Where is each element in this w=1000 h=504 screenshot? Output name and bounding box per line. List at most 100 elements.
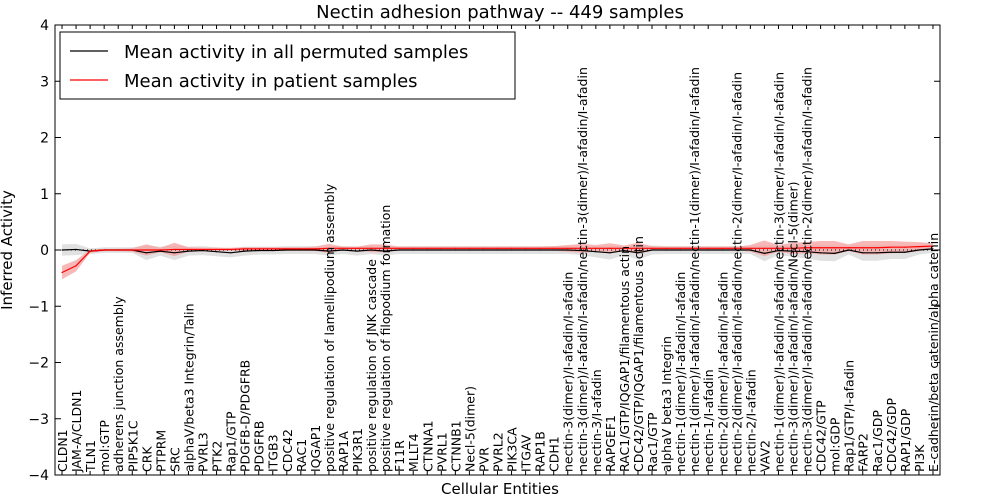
data-point	[440, 247, 442, 249]
data-point	[258, 249, 260, 252]
x-tick-label: Rac1/GTP	[645, 412, 660, 472]
data-point	[749, 247, 751, 249]
data-point	[159, 249, 161, 251]
data-point	[173, 248, 176, 251]
x-tick-label: Rap1/GTP	[224, 411, 239, 472]
x-tick-label: nectin-1(dimer)/I-afadin/I-afadin/nectin…	[771, 72, 786, 472]
data-point	[539, 247, 541, 249]
data-point	[848, 249, 850, 251]
x-tick-label: nectin-1/I-afadin	[701, 369, 716, 472]
data-point	[581, 249, 583, 252]
legend: Mean activity in all permuted samples Me…	[59, 31, 516, 100]
x-tick-label: SRC	[167, 447, 182, 472]
x-tick-label: nectin-3(dimer)/I-afadin/I-afadin/nectin…	[800, 67, 815, 472]
data-point	[370, 247, 372, 249]
data-point	[201, 249, 204, 252]
data-point	[426, 247, 428, 249]
data-point	[510, 247, 513, 249]
data-point	[834, 252, 836, 254]
x-tick-label: PVRL1	[434, 432, 449, 472]
x-tick-label: CDC42	[280, 429, 295, 472]
chart-title: Nectin adhesion pathway -- 449 samples	[316, 2, 684, 23]
data-point	[342, 247, 344, 249]
y-tick-label: 4	[40, 18, 49, 34]
x-tick-label: RAP1A	[336, 431, 351, 472]
data-point	[777, 247, 780, 249]
data-point	[595, 251, 597, 253]
data-point	[721, 247, 723, 249]
y-axis-label: Inferred Activity	[0, 190, 16, 310]
data-point	[651, 249, 653, 251]
data-point	[496, 249, 499, 251]
data-point	[173, 252, 176, 254]
data-point	[693, 247, 695, 249]
data-point	[876, 247, 878, 249]
data-point	[61, 271, 63, 274]
data-point	[805, 247, 808, 249]
data-point	[300, 248, 302, 250]
data-point	[496, 247, 499, 249]
data-point	[201, 248, 204, 251]
x-tick-label: CDC42/GTP	[814, 400, 829, 472]
data-point	[75, 265, 77, 267]
data-point	[454, 247, 456, 249]
data-point	[159, 250, 161, 252]
x-tick-label: nectin-1(dimer)/I-afadin/I-afadin	[673, 272, 688, 472]
data-point	[623, 247, 625, 249]
x-tick-label: ITGAV	[519, 434, 534, 472]
data-point	[398, 249, 400, 251]
x-tick-label: PTPRM	[153, 430, 168, 472]
x-tick-label: JAM-A/CLDN1	[69, 390, 84, 473]
x-tick-label: CRK	[139, 446, 154, 472]
data-point	[468, 249, 471, 251]
x-tick-label: ITGB3	[266, 434, 281, 472]
legend-box	[59, 31, 516, 100]
data-point	[440, 249, 442, 251]
x-tick-label: PIK3R1	[350, 428, 365, 472]
data-point	[215, 248, 218, 251]
data-point	[918, 249, 920, 251]
data-point	[567, 247, 569, 249]
data-point	[721, 249, 723, 251]
data-point	[454, 249, 456, 251]
data-point	[384, 247, 386, 249]
x-tick-label: nectin-2(dimer)/I-afadin/I-afadin/nectin…	[729, 72, 744, 472]
data-point	[848, 247, 850, 249]
data-point	[482, 249, 485, 251]
x-tick-label: IQGAP1	[308, 425, 323, 472]
x-tick-label: mol:GTP	[97, 420, 112, 472]
data-point	[229, 248, 232, 251]
y-tick-label: 0	[40, 243, 49, 259]
x-tick-label: CTNNB1	[448, 420, 463, 472]
data-point	[412, 249, 414, 251]
data-point	[412, 247, 414, 249]
data-point	[904, 246, 906, 248]
data-point	[862, 252, 864, 254]
data-point	[426, 249, 428, 251]
x-tick-label: F11R	[392, 440, 407, 472]
data-point	[876, 252, 878, 254]
data-point	[567, 249, 569, 251]
data-point	[890, 246, 892, 248]
x-tick-label: alphaV beta3 Integrin	[659, 336, 674, 472]
data-point	[286, 249, 288, 251]
data-point	[791, 247, 794, 249]
data-point	[707, 249, 709, 251]
x-tick-label: nectin-3(dimer)/I-afadin/I-afadin/Necl-5…	[786, 181, 801, 472]
data-point	[524, 249, 527, 251]
data-point	[61, 249, 63, 251]
legend-label-patient: Mean activity in patient samples	[124, 71, 418, 92]
data-point	[482, 247, 485, 249]
x-tick-label: nectin-3/I-afadin	[589, 369, 604, 472]
x-tick-label: positive regulation of filopodium format…	[378, 205, 393, 472]
x-tick-label: CDC42/GTP/IQGAP1/filamentous actin	[631, 236, 646, 472]
data-point	[229, 252, 232, 254]
data-point	[749, 249, 751, 251]
data-point	[89, 250, 91, 252]
x-tick-label: PVRL2	[491, 432, 506, 472]
x-tick-label: PDGFB-D/PDGFRB	[238, 360, 253, 472]
x-tick-label: Rac1/GDP	[870, 410, 885, 472]
